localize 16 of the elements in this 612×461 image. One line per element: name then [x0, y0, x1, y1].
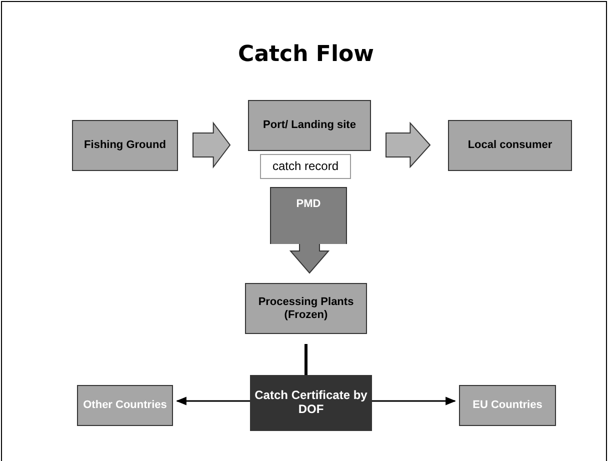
process-box: EU Countries [459, 385, 556, 426]
process-box: Port/ Landing site [248, 100, 371, 151]
process-box: Other Countries [77, 385, 173, 426]
process-box: Local consumer [448, 120, 572, 171]
title: Catch Flow [237, 42, 375, 67]
process-box: Fishing Ground [72, 120, 178, 171]
process-box: PMD [270, 187, 347, 244]
connector-line [304, 344, 308, 375]
block-arrow [192, 122, 231, 168]
block-arrow [386, 122, 431, 168]
process-box: Catch Certificate by DOF [250, 375, 372, 431]
process-box: Processing Plants (Frozen) [245, 283, 367, 334]
block-arrow [289, 244, 330, 274]
note-box: catch record [260, 154, 351, 179]
arrow [372, 396, 456, 406]
arrow [176, 396, 250, 406]
